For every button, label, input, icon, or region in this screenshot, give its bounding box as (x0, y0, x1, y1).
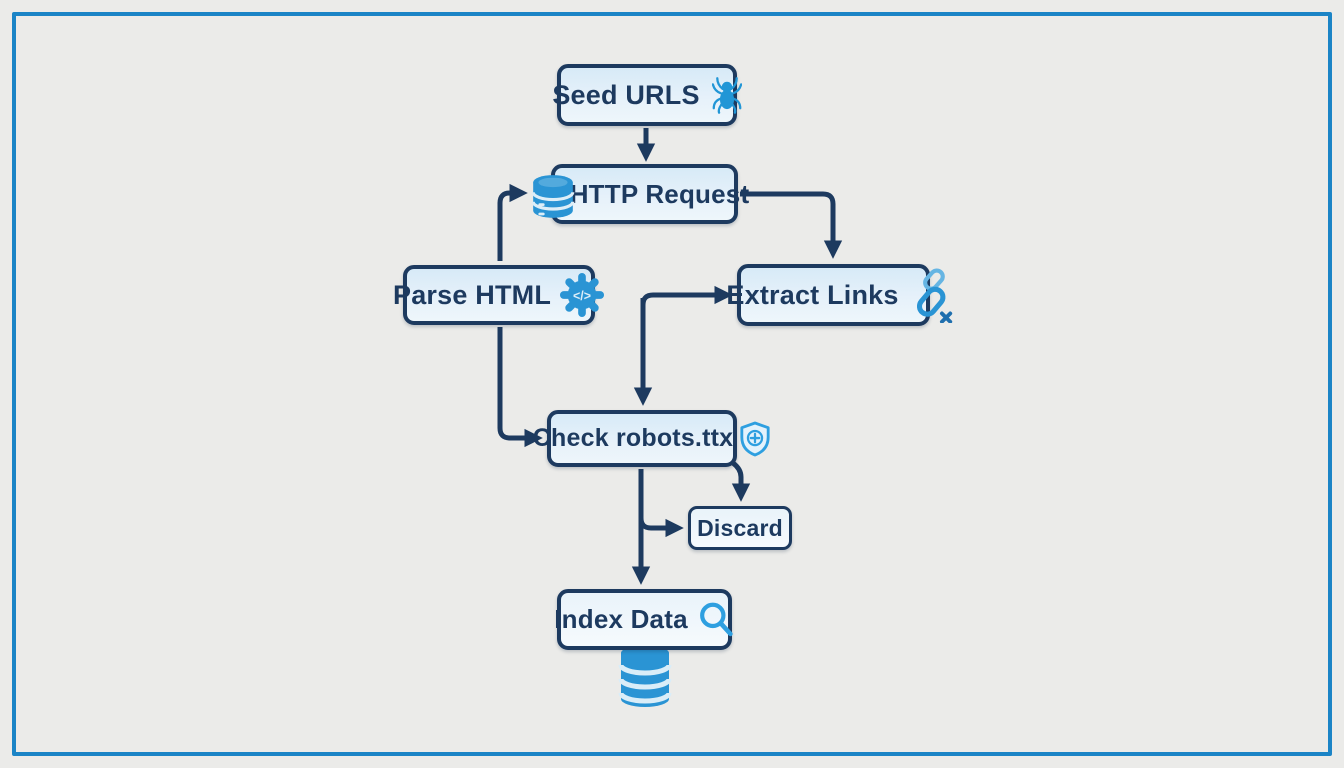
node-seed-urls-label: Seed URLS (552, 79, 700, 110)
spider-icon (711, 76, 742, 114)
edge-check-to-discard-left (638, 505, 684, 538)
database-icon (529, 173, 577, 221)
node-http-request-label: HTTP Request (569, 178, 750, 209)
node-extract-links-label: Extract Links (726, 279, 899, 310)
node-parse-html: Parse HTML </> (393, 265, 605, 325)
node-discard-label: Discard (697, 514, 783, 541)
node-check-robots: Check robots.ttx (533, 410, 770, 467)
node-extract-links: Extract Links (726, 264, 952, 326)
magnifier-icon (698, 600, 735, 640)
edge-parse-to-check (497, 327, 543, 448)
edge-check-to-discard-top (731, 461, 751, 502)
edge-http-to-extract (740, 191, 843, 259)
edge-junction-to-extract (640, 285, 733, 345)
edge-parse-to-http (497, 183, 528, 261)
node-check-robots-label: Check robots.ttx (532, 424, 734, 452)
node-index-data: Index Data (554, 589, 735, 650)
svg-text:</>: </> (573, 289, 591, 303)
shield-plus-icon (739, 421, 771, 457)
database-cylinder-icon (618, 645, 672, 707)
node-index-data-label: Index Data (554, 604, 688, 634)
gear-code-icon: </> (559, 272, 605, 318)
node-seed-urls: Seed URLS (552, 64, 742, 126)
node-parse-html-label: Parse HTML (392, 279, 552, 310)
chain-links-icon (905, 267, 953, 323)
node-http-request: HTTP Request (531, 164, 749, 224)
node-discard: Discard (688, 506, 792, 550)
